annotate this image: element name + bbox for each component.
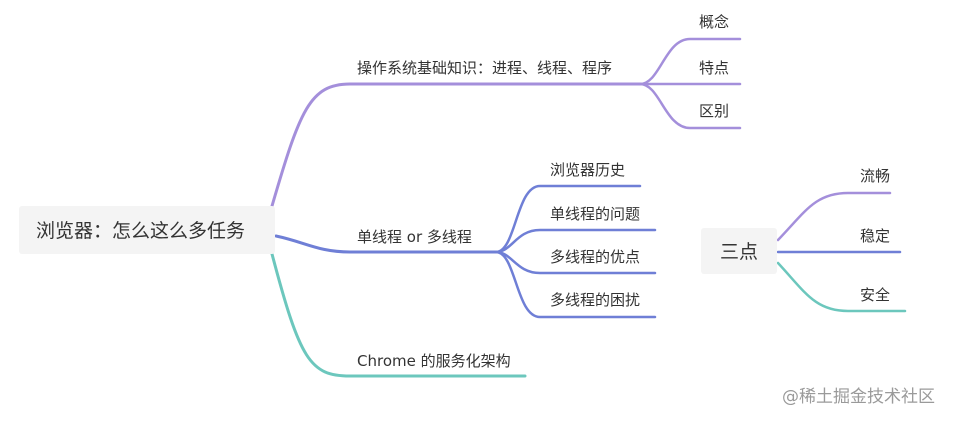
root-node[interactable]: [19, 206, 275, 254]
connector-branch1-child-1: [638, 37, 742, 86]
leaf-node-multi-thread-troubles[interactable]: 多线程的困扰: [550, 291, 641, 309]
branch-node-os-basics[interactable]: 操作系统基础知识：进程、线程、程序: [357, 59, 613, 77]
branch-node-chrome-architecture[interactable]: Chrome 的服务化架构: [357, 352, 511, 370]
connector-free-child-3: [776, 261, 907, 313]
root-node-label: 浏览器：怎么这么多任务: [36, 220, 246, 242]
connector-root-branch-1: [270, 82, 642, 208]
branch-node-threading[interactable]: 单线程 or 多线程: [357, 228, 472, 246]
connector-branch1-child-3: [638, 82, 742, 130]
free-topic-label: 三点: [720, 241, 759, 263]
leaf-node-browser-history[interactable]: 浏览器历史: [550, 161, 626, 179]
connector-free-child-1: [776, 191, 892, 242]
leaf-node-stable[interactable]: 稳定: [860, 227, 891, 245]
connector-branch2-child-4: [494, 250, 657, 319]
leaf-node-features[interactable]: 特点: [699, 59, 730, 77]
free-topic-node[interactable]: [701, 228, 777, 274]
connector-root-branch-3: [270, 252, 527, 378]
leaf-node-secure[interactable]: 安全: [860, 286, 891, 304]
leaf-node-concept[interactable]: 概念: [699, 13, 730, 31]
leaf-node-difference[interactable]: 区别: [699, 102, 730, 120]
leaf-node-multi-thread-advantages[interactable]: 多线程的优点: [550, 248, 641, 266]
leaf-node-smooth[interactable]: 流畅: [860, 167, 891, 185]
connector-branch2-child-1: [494, 184, 642, 254]
watermark-text: @稀土掘金技术社区: [782, 387, 935, 407]
connector-branch2-child-2: [494, 228, 657, 254]
leaf-node-single-thread-problems[interactable]: 单线程的问题: [550, 205, 641, 223]
connector-root-branch-2: [274, 234, 498, 254]
